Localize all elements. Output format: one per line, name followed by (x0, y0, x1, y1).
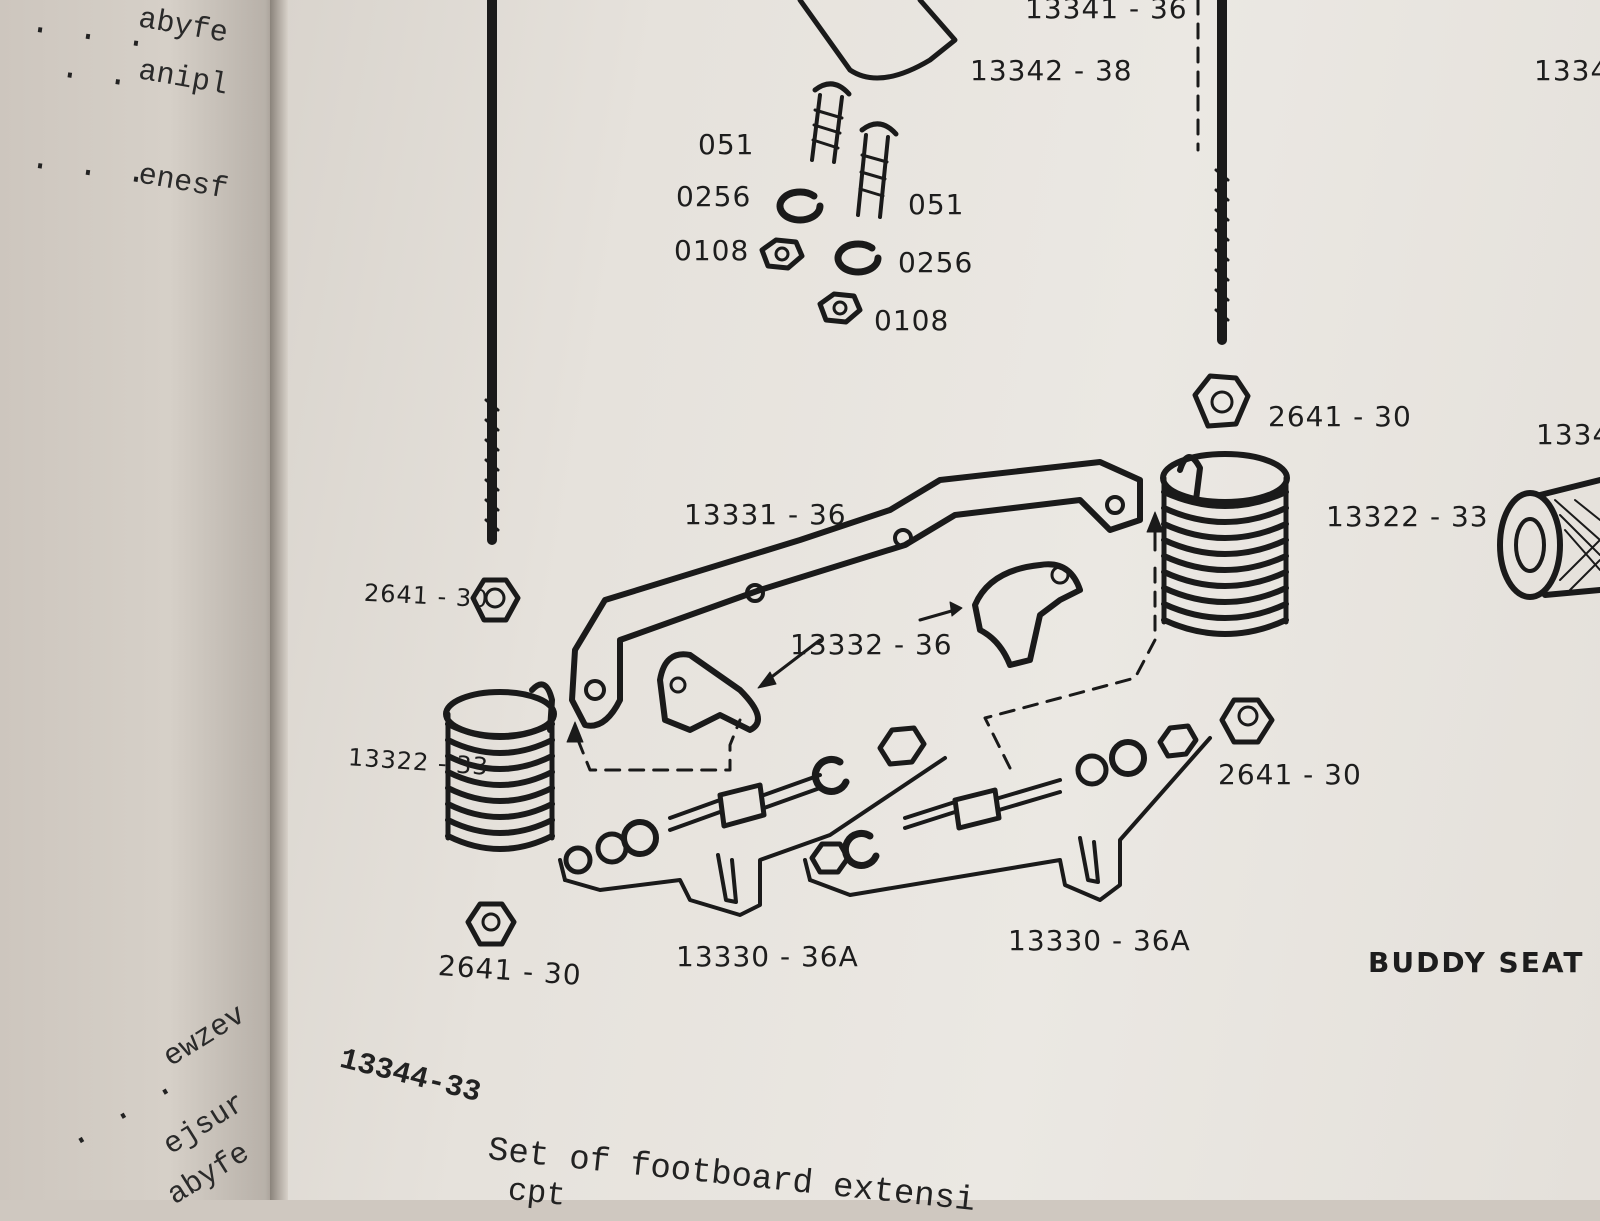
label-screw-a: 051 (698, 128, 755, 161)
nut-a (759, 237, 805, 271)
label-lock-washer-b: 0256 (898, 246, 974, 279)
label-bolt-left: 13330 - 36A (676, 940, 859, 973)
clip-right (972, 561, 1083, 668)
label-cover: 13342 - 38 (970, 54, 1133, 87)
label-nut-bottom-right: 2641 - 30 (1218, 758, 1362, 791)
bracket-part (569, 459, 1143, 729)
nut-left-top (470, 577, 521, 623)
left-page (0, 0, 282, 1200)
spring-left (443, 681, 557, 852)
label-bracket: 13331 - 36 (684, 498, 847, 531)
nut-top-right (1192, 373, 1251, 429)
nut-left-bottom (465, 901, 517, 947)
label-edge-right-mid: 1334 (1536, 418, 1600, 451)
label-lock-washer-a: 0256 (676, 180, 752, 213)
bolt-assembly-right (803, 723, 1212, 902)
book-gutter (270, 0, 288, 1200)
cover-part (797, 0, 958, 81)
lock-washer-a (776, 188, 824, 224)
screw-a (810, 81, 852, 164)
label-bolt-right: 13330 - 36A (1008, 924, 1191, 957)
label-nut-top-right: 2641 - 30 (1268, 400, 1412, 433)
bolt-assembly-left (558, 725, 947, 917)
nut-bottom-right (1219, 697, 1275, 745)
label-clip: 13332 - 36 (790, 628, 953, 661)
clip-left (657, 651, 761, 733)
screw-b (856, 121, 899, 219)
spring-right (1160, 451, 1290, 637)
listing-description-line2: cpt (506, 1172, 568, 1215)
knurled-handle-edge (1497, 477, 1600, 600)
label-nut-a: 0108 (674, 234, 750, 267)
label-edge-right-top: 1334 (1534, 54, 1600, 87)
nut-b (817, 291, 863, 325)
section-title: BUDDY SEAT (1368, 946, 1585, 979)
label-spring-right: 13322 - 33 (1326, 500, 1489, 533)
label-top-right-partial: 13341 - 36 (1025, 0, 1188, 25)
label-screw-b: 051 (908, 188, 965, 221)
lock-washer-b (834, 240, 882, 276)
label-nut-b: 0108 (874, 304, 950, 337)
